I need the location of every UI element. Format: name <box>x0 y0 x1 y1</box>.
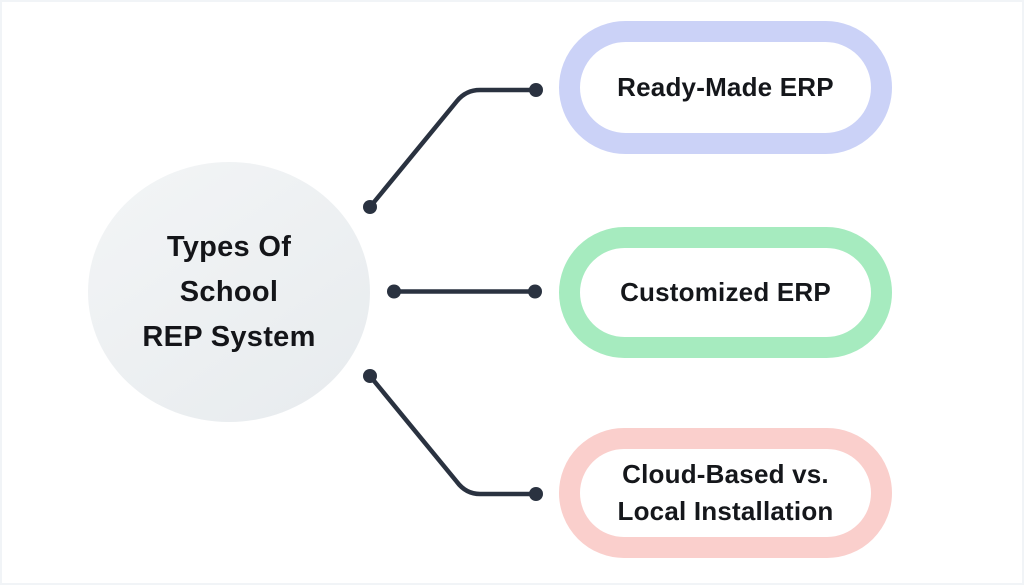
central-node-label-line: REP System <box>142 320 316 353</box>
central-node-label-line: School <box>179 275 279 308</box>
node-cloud-based-vs-local-installation: Cloud-Based vs. Local Installation <box>559 428 892 558</box>
connector-endpoint-dot <box>363 200 377 214</box>
node-label-line: Cloud-Based vs. <box>622 459 829 489</box>
connector-endpoint-dot <box>387 284 401 299</box>
node-label: Customized ERP <box>620 277 831 307</box>
connector-endpoint-dot <box>529 83 543 97</box>
node-ready-made-erp: Ready-Made ERP <box>559 21 892 154</box>
connector-endpoint-dot <box>363 369 377 383</box>
node-label: Ready-Made ERP <box>617 72 834 102</box>
node-customized-erp: Customized ERP <box>559 227 892 358</box>
central-node-label-line: Types Of <box>166 230 292 263</box>
connector-top <box>367 87 539 210</box>
central-node: Types Of School REP System <box>88 162 370 422</box>
connector-endpoint-dot <box>529 487 543 501</box>
connector-bottom <box>367 373 539 497</box>
connector-endpoint-dot <box>528 284 542 299</box>
node-label-line: Local Installation <box>617 496 834 526</box>
